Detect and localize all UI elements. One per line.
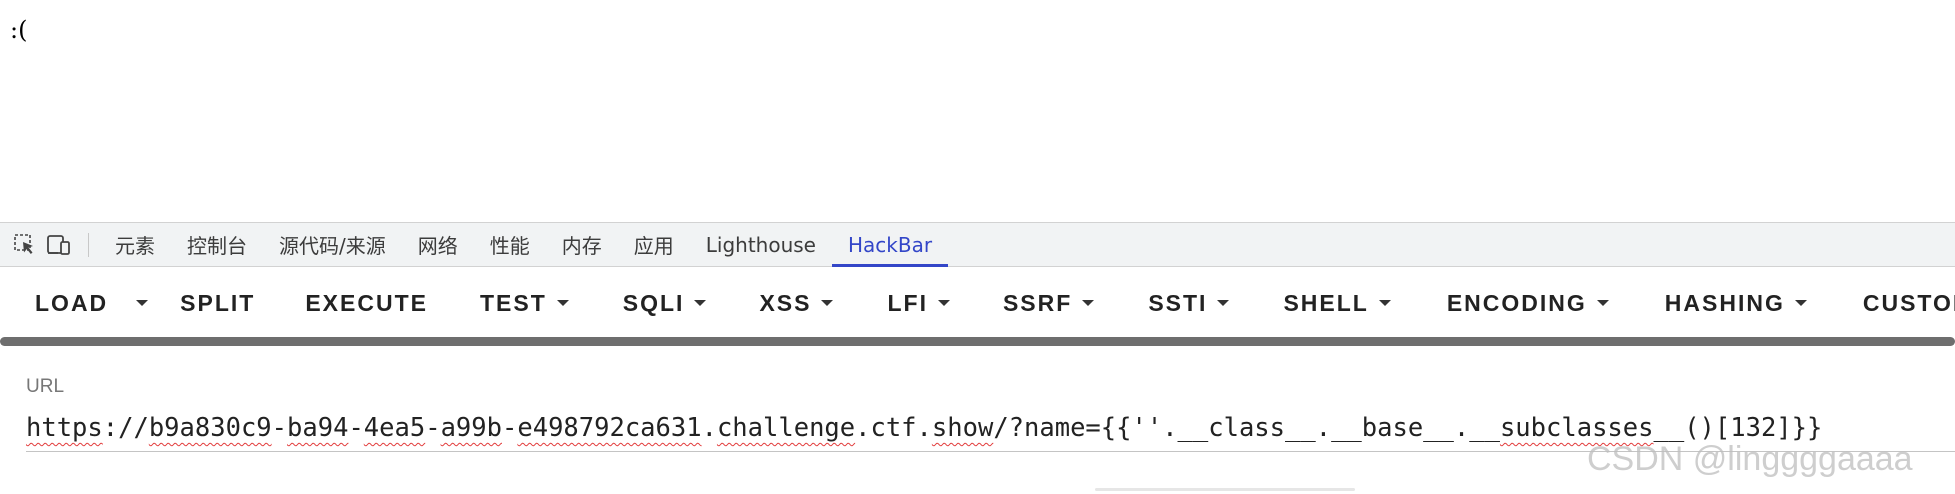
chevron-down-icon bbox=[821, 300, 834, 306]
chevron-down-icon bbox=[136, 300, 149, 306]
xss-menu-label: XSS bbox=[759, 289, 812, 316]
tab-elements[interactable]: 元素 bbox=[115, 234, 155, 258]
split-button-label: SPLIT bbox=[180, 289, 256, 316]
tab-sources[interactable]: 源代码/来源 bbox=[279, 234, 386, 258]
url-segment: challenge bbox=[716, 413, 856, 443]
execute-button[interactable]: EXECUTE bbox=[305, 279, 428, 327]
url-segment: show bbox=[931, 413, 994, 443]
sqli-menu-label: SQLI bbox=[622, 289, 685, 316]
url-segment: b9a830c9 bbox=[148, 413, 272, 443]
url-segment: .ctf. bbox=[855, 413, 932, 443]
test-menu-label: TEST bbox=[479, 289, 547, 316]
toolbar-separator bbox=[0, 337, 1955, 346]
load-menu-toggle[interactable] bbox=[136, 279, 149, 327]
page-content: :( bbox=[0, 0, 1955, 222]
url-segment: - bbox=[271, 413, 288, 443]
watermark: CSDN @linggggaaaa bbox=[1587, 440, 1913, 478]
chevron-down-icon bbox=[1217, 300, 1230, 306]
shell-menu-label: SHELL bbox=[1283, 289, 1369, 316]
url-segment: - bbox=[502, 413, 518, 443]
faint-divider bbox=[1095, 488, 1355, 491]
chevron-down-icon bbox=[556, 300, 569, 306]
tab-lighthouse[interactable]: Lighthouse bbox=[705, 232, 816, 257]
url-segment: https bbox=[26, 413, 103, 443]
tab-performance[interactable]: 性能 bbox=[489, 234, 530, 258]
shell-menu-button[interactable]: SHELL bbox=[1283, 279, 1391, 327]
url-input[interactable]: https://b9a830c9-ba94-4ea5-a99b-e498792c… bbox=[26, 408, 1955, 452]
ssti-menu-label: SSTI bbox=[1148, 289, 1208, 316]
lfi-menu-label: LFI bbox=[887, 289, 928, 316]
hackbar-toolbar: LOAD SPLIT EXECUTE TEST SQLI XSS LFI SSR… bbox=[0, 267, 1955, 339]
hashing-menu-button[interactable]: HASHING bbox=[1665, 279, 1807, 327]
tab-network[interactable]: 网络 bbox=[417, 234, 458, 258]
ssrf-menu-button[interactable]: SSRF bbox=[1002, 279, 1095, 327]
load-button-label: LOAD bbox=[35, 289, 109, 316]
url-segment: - bbox=[348, 413, 364, 443]
url-label: URL bbox=[26, 376, 65, 397]
url-segment: :// bbox=[102, 413, 149, 443]
url-segment: a99b bbox=[440, 413, 502, 443]
inspect-element-icon[interactable] bbox=[12, 232, 38, 258]
url-segment: __()[132]}} bbox=[1653, 413, 1823, 443]
url-segment: . bbox=[701, 413, 717, 443]
chevron-down-icon bbox=[937, 300, 950, 306]
devtools-tab-bar: 元素 控制台 源代码/来源 网络 性能 内存 应用 Lighthouse Hac… bbox=[0, 222, 1955, 267]
url-segment: /?name={{''.__class__.__base__.__ bbox=[993, 413, 1500, 443]
chevron-down-icon bbox=[694, 300, 707, 306]
url-segment: subclasses bbox=[1499, 413, 1654, 443]
chevron-down-icon bbox=[1794, 300, 1807, 306]
ssti-menu-button[interactable]: SSTI bbox=[1148, 279, 1230, 327]
tab-console[interactable]: 控制台 bbox=[187, 234, 247, 258]
tab-hackbar[interactable]: HackBar bbox=[831, 223, 949, 267]
custom-menu-label: CUSTOM bbox=[1862, 289, 1955, 316]
custom-menu-button[interactable]: CUSTOM bbox=[1863, 279, 1955, 327]
hashing-menu-label: HASHING bbox=[1664, 289, 1785, 316]
url-segment: 4ea5 bbox=[363, 413, 426, 443]
execute-button-label: EXECUTE bbox=[305, 289, 428, 316]
url-segment: e498792ca631 bbox=[517, 413, 702, 443]
test-menu-button[interactable]: TEST bbox=[480, 279, 569, 327]
chevron-down-icon bbox=[1378, 300, 1391, 306]
device-toolbar-icon[interactable] bbox=[46, 232, 72, 258]
tab-memory[interactable]: 内存 bbox=[561, 234, 602, 258]
tab-application[interactable]: 应用 bbox=[633, 234, 674, 258]
url-segment: - bbox=[425, 413, 441, 443]
encoding-menu-label: ENCODING bbox=[1446, 289, 1587, 316]
sqli-menu-button[interactable]: SQLI bbox=[623, 279, 707, 327]
toolbar-divider bbox=[88, 232, 89, 257]
load-button[interactable]: LOAD bbox=[35, 279, 108, 327]
ssrf-menu-label: SSRF bbox=[1002, 289, 1073, 316]
xss-menu-button[interactable]: XSS bbox=[759, 279, 834, 327]
encoding-menu-button[interactable]: ENCODING bbox=[1447, 279, 1609, 327]
chevron-down-icon bbox=[1596, 300, 1609, 306]
lfi-menu-button[interactable]: LFI bbox=[887, 279, 950, 327]
chevron-down-icon bbox=[1082, 300, 1095, 306]
url-segment: ba94 bbox=[287, 413, 349, 443]
page-body-text: :( bbox=[10, 16, 28, 44]
split-button[interactable]: SPLIT bbox=[180, 279, 255, 327]
